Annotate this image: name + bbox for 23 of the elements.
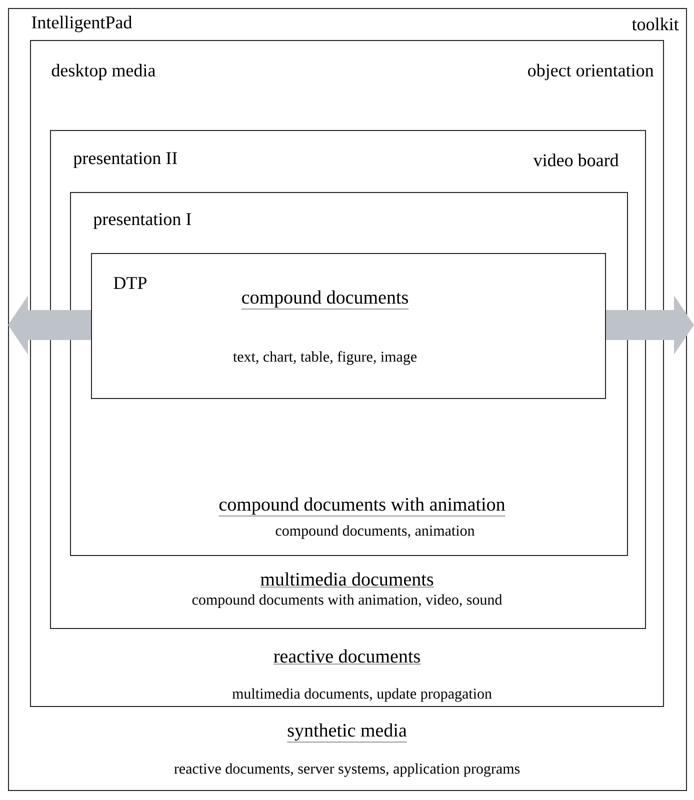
content-list: reactive documents, server systems, application programs bbox=[174, 763, 520, 777]
underlined-heading: synthetic media bbox=[286, 723, 408, 742]
corner-label: video board bbox=[533, 154, 619, 166]
content-list: compound documents, animation bbox=[276, 525, 475, 539]
nested-box bbox=[91, 253, 606, 399]
content-list: multimedia documents, update propagation bbox=[232, 688, 492, 702]
content-list: compound documents with animation, video, sound bbox=[192, 594, 502, 608]
underlined-heading: multimedia documents bbox=[260, 572, 434, 588]
content-list: text, chart, table, figure, image bbox=[233, 351, 417, 365]
underlined-heading: compound documents with animation bbox=[218, 497, 506, 516]
corner-label: IntelligentPad bbox=[32, 16, 132, 32]
underlined-heading: reactive documents bbox=[273, 649, 421, 664]
nested-box bbox=[8, 8, 687, 791]
nested-box bbox=[50, 130, 646, 629]
nested-box bbox=[30, 40, 664, 707]
corner-label: object orientation bbox=[528, 64, 654, 80]
underlined-heading: compound documents bbox=[241, 290, 409, 310]
corner-label: desktop media bbox=[52, 64, 156, 80]
corner-label: DTP bbox=[114, 277, 146, 289]
corner-label: toolkit bbox=[632, 18, 679, 30]
corner-label: presentation II bbox=[73, 152, 178, 168]
nested-box bbox=[70, 192, 628, 556]
corner-label: presentation I bbox=[93, 213, 192, 229]
